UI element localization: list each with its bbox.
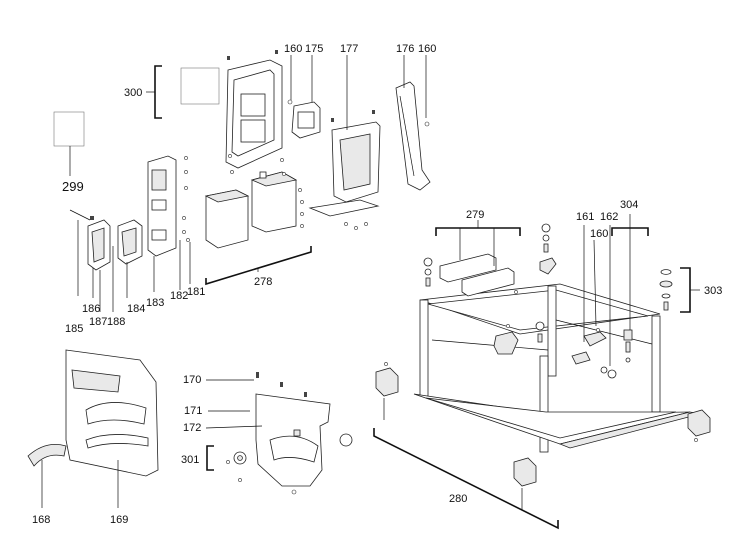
label-303: 303: [704, 285, 722, 297]
label-160-right: 160: [418, 43, 436, 55]
label-279: 279: [466, 209, 484, 221]
side-cover-169: [65, 349, 159, 477]
label-plate-300: [180, 67, 220, 105]
switch-plate-183: [147, 155, 177, 257]
label-161: 161: [576, 211, 594, 223]
bracket-280: [373, 428, 559, 530]
label-278: 278: [254, 276, 272, 288]
label-172: 172: [183, 422, 201, 434]
label-170: 170: [183, 374, 201, 386]
label-299: 299: [62, 179, 84, 194]
label-304: 304: [620, 199, 638, 211]
foot-bottom: [513, 457, 537, 510]
connector-184: [117, 219, 143, 265]
label-188: 188: [107, 316, 125, 328]
label-169: 169: [110, 514, 128, 526]
scale-168: [27, 443, 67, 508]
label-183: 183: [146, 297, 164, 309]
label-181: 181: [187, 286, 205, 298]
foot-left: [375, 362, 399, 420]
label-184: 184: [127, 303, 145, 315]
switch-box-278b: [250, 171, 298, 233]
rail-176: [395, 81, 431, 191]
bracket-304: [611, 214, 649, 330]
label-162: 162: [600, 211, 618, 223]
hardware-304: [571, 328, 633, 379]
paddle-switch-186: [87, 216, 111, 271]
bracket-301: [206, 445, 214, 471]
bracket-assembly-279: [423, 253, 518, 297]
small-screws-278: [228, 154, 304, 228]
label-186: 186: [82, 303, 100, 315]
switch-box-278a: [204, 189, 250, 249]
base-plate: [308, 199, 380, 230]
bracket-300: [146, 65, 162, 119]
label-160-top: 160: [284, 43, 302, 55]
housing-back-panel: [225, 50, 283, 169]
label-plate-299: [53, 111, 85, 176]
label-177: 177: [340, 43, 358, 55]
label-185: 185: [65, 323, 83, 335]
label-175: 175: [305, 43, 323, 55]
label-168: 168: [32, 514, 50, 526]
label-160-frame: 160: [590, 228, 608, 240]
bracket-303: [680, 267, 700, 313]
label-301: 301: [181, 454, 199, 466]
label-187: 187: [89, 316, 107, 328]
mounting-plate-177: [331, 110, 381, 203]
bracket-175: [287, 99, 321, 139]
stand-frame-280: [413, 283, 701, 453]
bracket-278: [205, 246, 312, 286]
label-171: 171: [184, 405, 202, 417]
knob-301: [226, 433, 353, 482]
label-182: 182: [170, 290, 188, 302]
bracket-279: [435, 220, 521, 266]
hardware-303: [659, 269, 673, 311]
small-screws-183: [182, 156, 190, 242]
label-280: 280: [449, 493, 467, 505]
label-176: 176: [396, 43, 414, 55]
label-300: 300: [124, 87, 142, 99]
leg-caps: [493, 223, 557, 355]
blade-guard-cover-172: [255, 372, 331, 495]
foot-right: [687, 409, 711, 442]
